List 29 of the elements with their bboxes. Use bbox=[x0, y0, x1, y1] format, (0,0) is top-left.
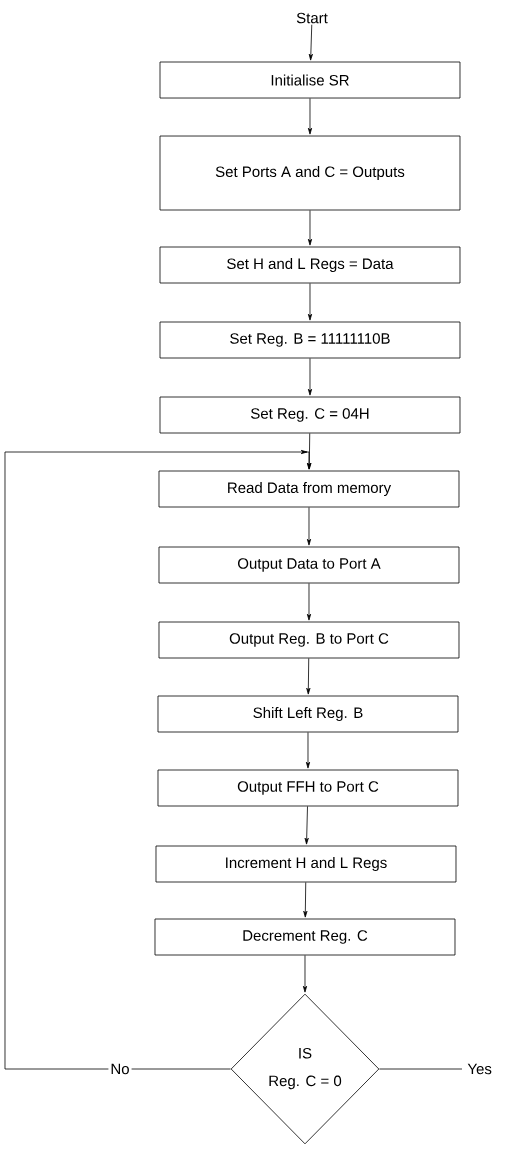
arrow bbox=[303, 882, 308, 918]
process-box: Read Data from memory bbox=[158, 470, 460, 508]
arrow bbox=[307, 98, 313, 135]
arrow bbox=[305, 732, 311, 769]
process-box: Shift Left Reg. B bbox=[157, 695, 459, 733]
process-box: Increment H and L Regs bbox=[155, 845, 457, 883]
arrow bbox=[306, 658, 311, 695]
arrow bbox=[307, 283, 313, 321]
arrow bbox=[307, 358, 313, 396]
arrow bbox=[308, 24, 313, 61]
process-box: Output Data to Port A bbox=[158, 546, 460, 584]
process-box: Set Reg. C = 04H bbox=[159, 396, 461, 434]
start-label: Start bbox=[296, 12, 328, 24]
exit-line bbox=[379, 1068, 463, 1070]
process-box: Set H and L Regs = Data bbox=[159, 246, 461, 284]
arrow bbox=[302, 955, 308, 993]
process-box: Output Reg. B to Port C bbox=[158, 621, 460, 659]
arrow bbox=[306, 507, 312, 546]
loop-arrow bbox=[4, 449, 312, 1070]
process-box: Initialise SR bbox=[159, 61, 461, 99]
arrow bbox=[304, 806, 309, 845]
process-box: Set Ports A and C = Outputs bbox=[159, 135, 461, 211]
process-box: Decrement Reg. C bbox=[154, 918, 456, 956]
arrow bbox=[306, 583, 312, 621]
process-box: Output FFH to Port C bbox=[157, 769, 459, 807]
arrow bbox=[307, 210, 313, 246]
edge-label: Yes bbox=[465, 1061, 494, 1077]
edge-label: No bbox=[108, 1061, 132, 1077]
process-box: Set Reg. B = 11111110B bbox=[159, 321, 461, 359]
